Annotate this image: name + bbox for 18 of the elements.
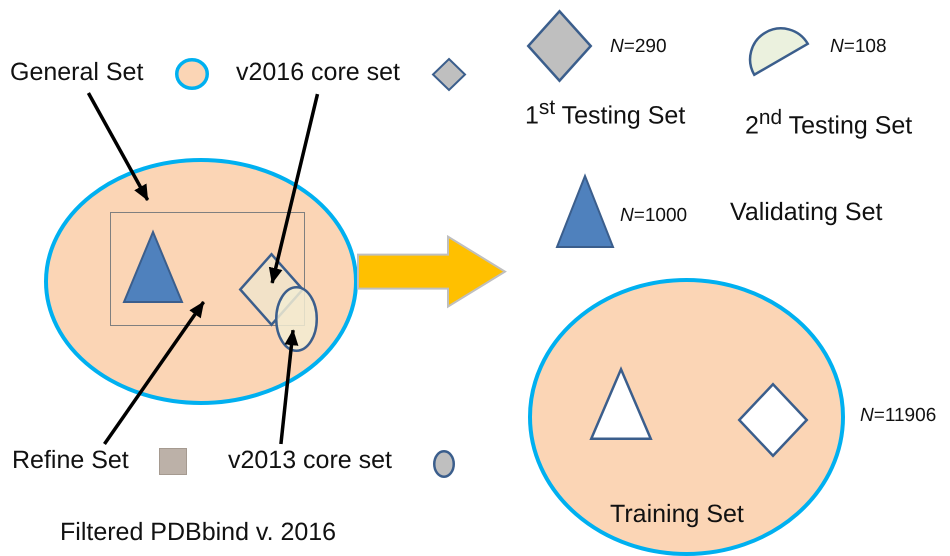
leader-arrow	[268, 94, 320, 284]
panel-caption: Filtered PDBbind v. 2016	[60, 518, 336, 547]
sample-count: N=1000	[620, 205, 688, 227]
set-label: v2013 core set	[228, 446, 392, 475]
set-label: General Set	[10, 58, 144, 87]
sample-count: N=290	[610, 36, 667, 58]
set-label: 2$^{nd}$ Testing Set	[745, 106, 912, 140]
leader-arrow	[103, 301, 206, 445]
set-label: v2016 core set	[236, 58, 400, 87]
set-label: 1$^{st}$ Testing Set	[525, 96, 686, 130]
set-label: Training Set	[610, 500, 744, 529]
leader-arrow	[86, 92, 150, 201]
set-label: Refine Set	[12, 446, 129, 475]
sample-count: N=11906	[860, 405, 936, 427]
block-arrow	[357, 234, 506, 308]
leader-arrow	[279, 329, 298, 444]
set-label: Validating Set	[730, 198, 882, 227]
sample-count: N=108	[830, 36, 887, 58]
